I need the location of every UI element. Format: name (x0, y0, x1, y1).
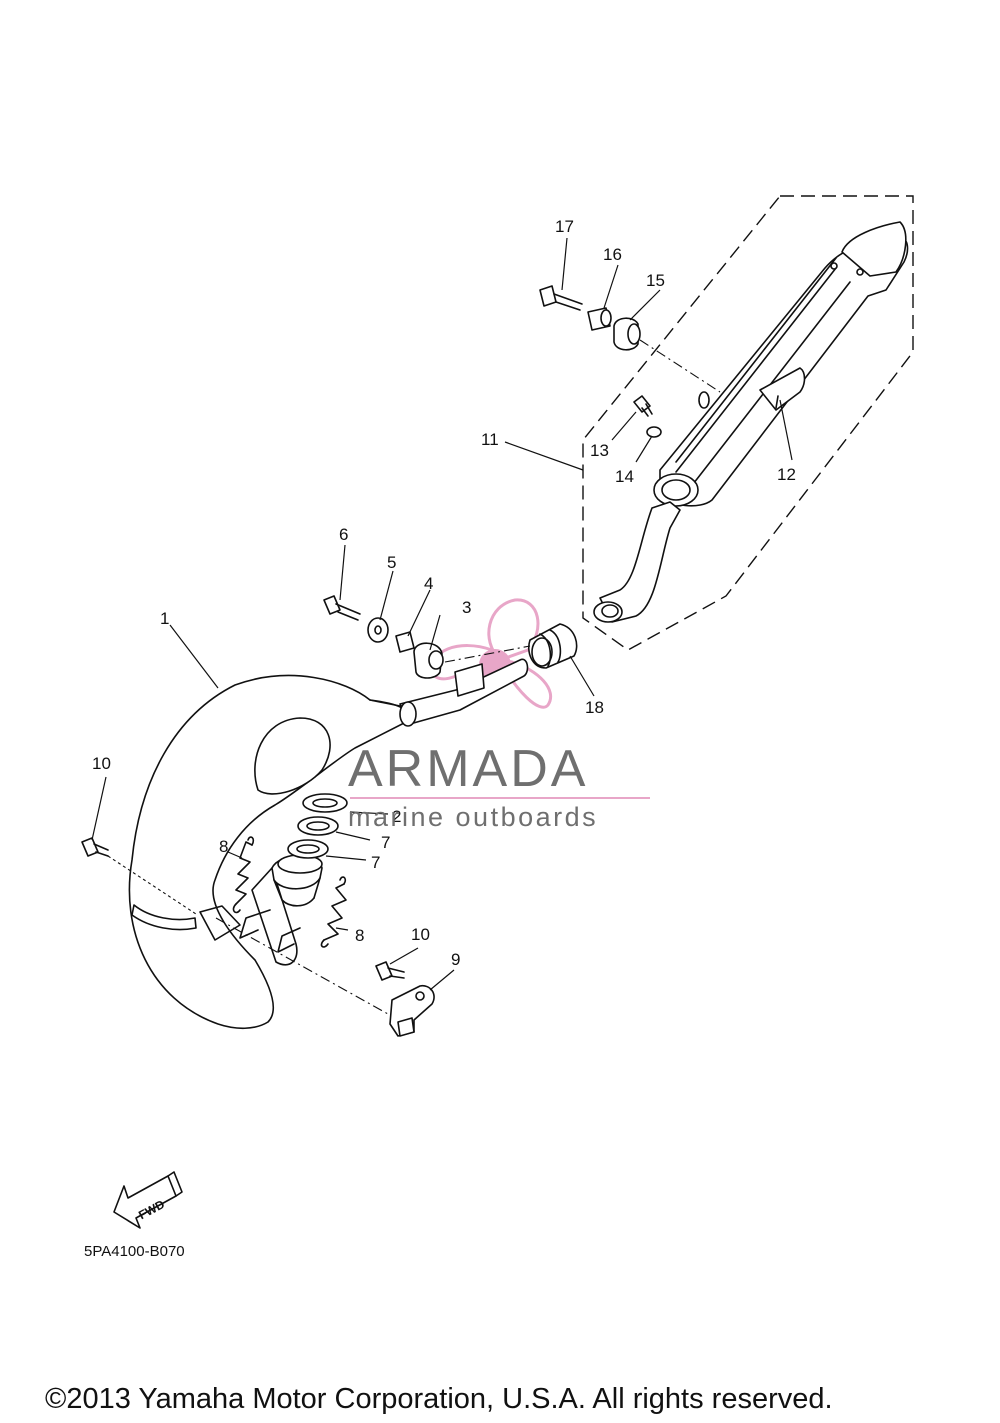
callout-9: 9 (451, 950, 460, 969)
leader-lines (91, 237, 793, 991)
bolt-6 (323, 595, 361, 621)
callout-8-left: 8 (219, 837, 228, 856)
watermark-name: ARMADA (348, 740, 588, 798)
collar-4 (395, 631, 415, 653)
expansion-chamber (128, 658, 529, 1030)
fwd-arrow-icon: FWD (113, 1171, 183, 1229)
spring-hook-right (277, 927, 301, 953)
gasket-7-lower (287, 839, 329, 859)
spring-8-left (232, 836, 255, 914)
callout-14: 14 (615, 467, 634, 486)
callout-5: 5 (387, 553, 396, 572)
spring-8-right (320, 876, 347, 948)
callout-7-upper: 7 (381, 833, 390, 852)
assembly-line-joint (444, 645, 531, 663)
gasket-7-upper (297, 816, 339, 836)
callout-6: 6 (339, 525, 348, 544)
spring-hook-left (239, 909, 271, 939)
callout-2: 2 (392, 807, 401, 826)
bolt-13 (633, 395, 653, 417)
grommet-15 (613, 317, 641, 351)
washer-14 (646, 426, 662, 438)
callout-8-right: 8 (355, 926, 364, 945)
silencer-11 (593, 221, 909, 623)
callout-1: 1 (160, 609, 169, 628)
collar-16 (587, 307, 612, 331)
bolt-17 (539, 285, 583, 311)
callout-4: 4 (424, 574, 433, 593)
bracket-9 (389, 984, 435, 1037)
callout-12: 12 (777, 465, 796, 484)
watermark-tagline: marine outboards (348, 802, 598, 832)
washer-5 (367, 617, 389, 643)
bolt-10-upper (81, 837, 109, 857)
callout-13: 13 (590, 441, 609, 460)
callout-17: 17 (555, 217, 574, 236)
callout-10-upper: 10 (92, 754, 111, 773)
callout-15: 15 (646, 271, 665, 290)
callout-7-lower: 7 (371, 853, 380, 872)
copyright: ©2013 Yamaha Motor Corporation, U.S.A. A… (45, 1383, 833, 1415)
gasket-2 (302, 793, 348, 813)
callout-11: 11 (481, 430, 499, 449)
bolt-10-lower (375, 961, 405, 981)
grommet-3 (413, 642, 444, 679)
assembly-line-upper (639, 339, 721, 393)
diagram-code: 5PA4100-B070 (84, 1243, 185, 1260)
callout-10-lower: 10 (411, 925, 430, 944)
callout-16: 16 (603, 245, 622, 264)
callout-3: 3 (462, 598, 471, 617)
assembly-line-lower (215, 917, 389, 1015)
callout-18: 18 (585, 698, 604, 717)
joint-18 (528, 623, 578, 669)
